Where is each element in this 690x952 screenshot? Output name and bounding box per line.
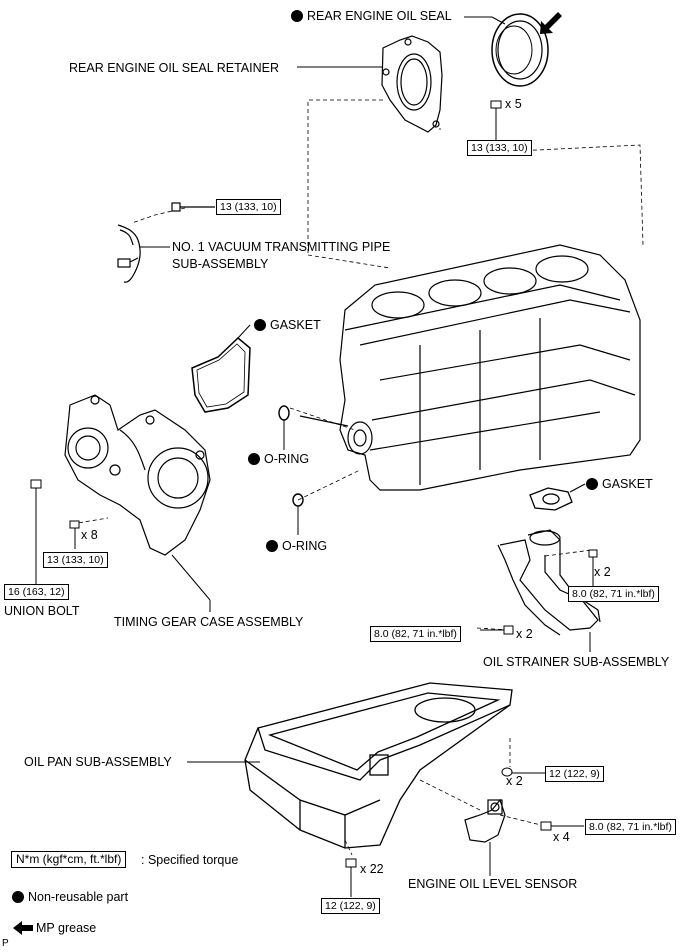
retainer-bolt bbox=[490, 100, 502, 140]
legend-torque-unit: N*m (kgf*cm, ft.*lbf) bbox=[11, 851, 127, 868]
rear-seal-retainer-part bbox=[381, 35, 443, 133]
strainer-nut-qty: x 2 bbox=[594, 565, 611, 579]
union-bolt-torque-box: 16 (163, 12) bbox=[4, 584, 69, 600]
rear-oil-seal-part bbox=[491, 12, 562, 87]
oil-pan-part bbox=[244, 682, 513, 849]
non-reusable-dot-icon bbox=[291, 10, 303, 22]
pan-bolt-torque-box: 12 (122, 9) bbox=[321, 898, 380, 914]
vacuum-pipe-label-line2: SUB-ASSEMBLY bbox=[172, 257, 269, 271]
union-bolt-label: UNION BOLT bbox=[4, 604, 80, 618]
rear-oil-seal-label: REAR ENGINE OIL SEAL bbox=[291, 9, 452, 23]
sensor-torque-box: 8.0 (82, 71 in.*lbf) bbox=[585, 819, 676, 835]
strainer-bolt-torque-box: 8.0 (82, 71 in.*lbf) bbox=[370, 626, 461, 642]
retainer-torque-box: 13 (133, 10) bbox=[467, 140, 532, 156]
retainer-bolt-qty: x 5 bbox=[505, 97, 522, 111]
gasket-top-label: GASKET bbox=[254, 318, 321, 332]
vacuum-pipe-part bbox=[117, 202, 215, 283]
o-ring-1-label: O-RING bbox=[248, 452, 309, 466]
sensor-bolt-qty: x 4 bbox=[553, 830, 570, 844]
corner-mark: P bbox=[2, 938, 9, 949]
o-ring-1-part bbox=[278, 405, 290, 421]
rear-seal-retainer-label: REAR ENGINE OIL SEAL RETAINER bbox=[69, 61, 280, 75]
non-reusable-dot-icon bbox=[254, 319, 266, 331]
timing-case-torque-box: 13 (133, 10) bbox=[43, 552, 108, 568]
vacuum-pipe-label-line1: NO. 1 VACUUM TRANSMITTING PIPE bbox=[172, 240, 391, 254]
legend-mp-grease: MP grease bbox=[36, 921, 97, 935]
engine-block-part bbox=[299, 244, 641, 491]
oil-pan-label: OIL PAN SUB-ASSEMBLY bbox=[24, 755, 172, 769]
gasket-right-label: GASKET bbox=[586, 477, 653, 491]
non-reusable-dot-icon bbox=[12, 891, 24, 903]
vacuum-pipe-torque-box: 13 (133, 10) bbox=[216, 199, 281, 215]
gasket-top-part bbox=[191, 336, 251, 413]
non-reusable-dot-icon bbox=[266, 540, 278, 552]
oil-level-sensor-label: ENGINE OIL LEVEL SENSOR bbox=[408, 877, 578, 891]
mp-grease-arrow-icon bbox=[13, 921, 33, 935]
legend-torque-desc: : Specified torque bbox=[141, 853, 239, 867]
pan-nut-torque-box: 12 (122, 9) bbox=[545, 766, 604, 782]
pan-nut-qty: x 2 bbox=[506, 774, 523, 788]
non-reusable-dot-icon bbox=[586, 478, 598, 490]
strainer-bolt-qty: x 2 bbox=[516, 627, 533, 641]
timing-gear-case-part bbox=[64, 394, 211, 556]
timing-case-bolt-part bbox=[69, 520, 80, 549]
legend-non-reusable: Non-reusable part bbox=[12, 890, 128, 904]
non-reusable-dot-icon bbox=[248, 453, 260, 465]
timing-case-bolt-qty: x 8 bbox=[81, 528, 98, 542]
union-bolt-part bbox=[30, 479, 42, 584]
oil-strainer-part bbox=[497, 529, 601, 636]
strainer-nut-torque-box: 8.0 (82, 71 in.*lbf) bbox=[568, 586, 659, 602]
o-ring-2-label: O-RING bbox=[266, 539, 327, 553]
oil-strainer-label: OIL STRAINER SUB-ASSEMBLY bbox=[483, 655, 670, 669]
gasket-right-part bbox=[529, 487, 573, 511]
timing-gear-case-label: TIMING GEAR CASE ASSEMBLY bbox=[114, 615, 304, 629]
oil-level-sensor-part bbox=[464, 798, 506, 843]
pan-bolt-qty: x 22 bbox=[360, 862, 384, 876]
